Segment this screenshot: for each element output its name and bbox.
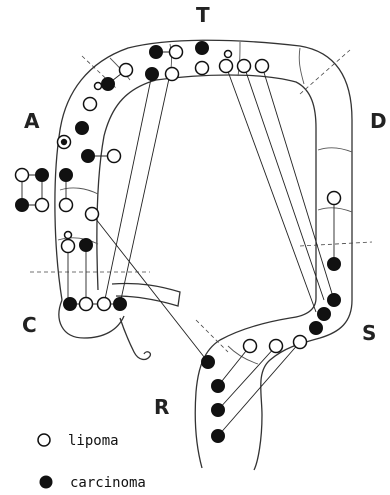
lipoma-marker — [170, 46, 183, 59]
colon-outline — [55, 40, 352, 470]
lipoma-marker — [225, 51, 232, 58]
connector — [262, 66, 334, 300]
carcinoma-marker — [310, 322, 323, 335]
lipoma-marker — [98, 298, 111, 311]
region-label-descending: D — [370, 109, 387, 133]
lipoma-marker — [244, 340, 257, 353]
carcinoma-marker — [318, 308, 331, 321]
carcinoma-marker — [76, 122, 89, 135]
lipoma-marker — [84, 98, 97, 111]
region-label-cecum: C — [22, 313, 37, 337]
boundary-transverse-descending — [300, 50, 350, 94]
carcinoma-marker — [64, 298, 77, 311]
carcinoma-marker — [328, 258, 341, 271]
region-label-rectum: R — [154, 395, 169, 419]
legend: lipoma carcinoma — [38, 433, 146, 491]
region-label-sigmoid: S — [362, 321, 376, 345]
lipoma-marker — [65, 232, 72, 239]
carcinoma-marker — [102, 78, 115, 91]
connector — [218, 346, 276, 410]
lipoma-marker — [166, 68, 179, 81]
carcinoma-marker — [212, 430, 225, 443]
region-label-ascending: A — [24, 109, 40, 133]
carcinoma-marker — [212, 380, 225, 393]
haustral-folds — [58, 42, 352, 364]
carcinoma-marker — [80, 239, 93, 252]
lipoma-marker — [294, 336, 307, 349]
lipoma-marker — [328, 192, 341, 205]
colon-outer-contour — [55, 40, 352, 470]
carcinoma-marker — [328, 294, 341, 307]
lipoma-marker — [62, 240, 75, 253]
connector — [92, 214, 208, 362]
appendix — [120, 318, 150, 359]
lipoma-marker — [270, 340, 283, 353]
carcinoma-marker — [60, 169, 73, 182]
carcinoma-marker — [146, 68, 159, 81]
lipoma-marker — [80, 298, 93, 311]
connector — [226, 66, 316, 312]
legend-carcinoma-symbol — [40, 476, 53, 489]
carcinoma-marker — [114, 298, 127, 311]
lipoma-marker — [238, 60, 251, 73]
carcinoma-marker — [36, 169, 49, 182]
lipoma-marker — [16, 169, 29, 182]
legend-lipoma-label: lipoma — [68, 433, 119, 449]
lipoma-marker — [220, 60, 233, 73]
legend-lipoma-symbol — [38, 434, 50, 446]
carcinoma-marker — [150, 46, 163, 59]
lipoma-marker — [36, 199, 49, 212]
carcinoma-marker — [16, 199, 29, 212]
carcinoma-marker — [196, 42, 209, 55]
carcinoma-marker — [202, 356, 215, 369]
lipoma-marker — [120, 64, 133, 77]
boundary-descending-sigmoid — [300, 242, 372, 246]
lipoma-marker — [60, 199, 73, 212]
lipoma-marker — [196, 62, 209, 75]
region-label-transverse: T — [196, 3, 210, 27]
connector — [218, 342, 300, 436]
legend-carcinoma-label: carcinoma — [70, 475, 146, 491]
lipoma-marker — [95, 83, 102, 90]
mixed-marker — [58, 136, 71, 149]
lipoma-marker — [108, 150, 121, 163]
lipoma-marker — [256, 60, 269, 73]
lipoma-marker — [86, 208, 99, 221]
carcinoma-marker — [82, 150, 95, 163]
carcinoma-marker — [212, 404, 225, 417]
